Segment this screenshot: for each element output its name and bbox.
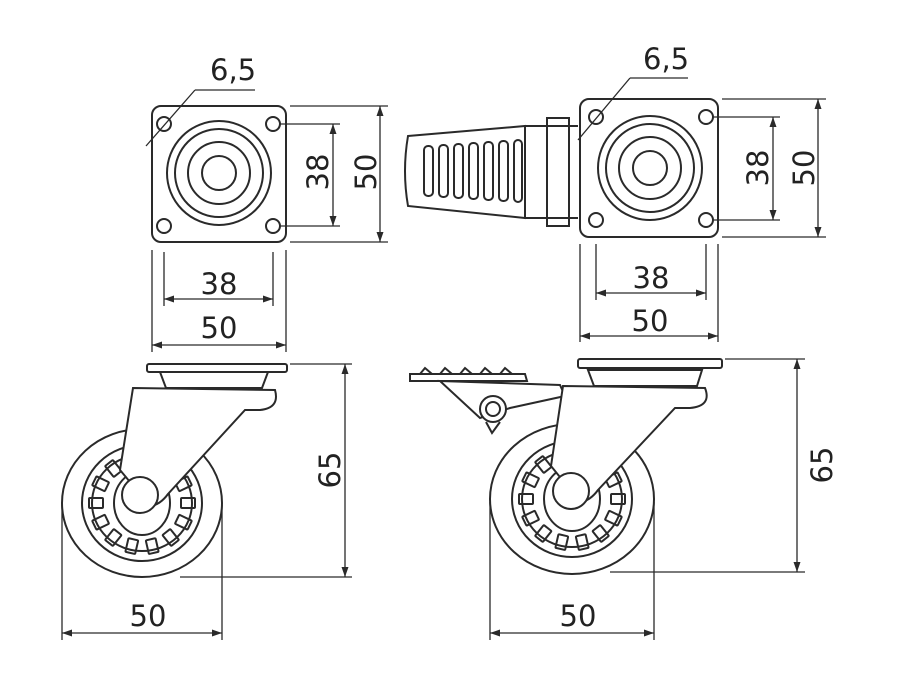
spoke-slot — [91, 475, 110, 493]
hole-spacing-vertical-label: 38 — [741, 150, 775, 187]
swivel-bearing — [586, 369, 704, 387]
plate-height-label: 50 — [787, 150, 821, 187]
side-view-left: 65 50 — [61, 363, 352, 640]
mount-hole-tl — [588, 109, 604, 125]
spoke-slot — [124, 537, 140, 555]
plate-outline — [579, 98, 719, 238]
spoke-slot — [174, 513, 193, 531]
hole-diameter-label: 6,5 — [210, 53, 256, 87]
plate-height-label: 50 — [349, 154, 383, 191]
mount-hole-tr — [265, 116, 281, 132]
brake-pivot-pin — [485, 401, 501, 417]
spoke-slot — [591, 524, 610, 543]
brake-pedal-top — [404, 124, 526, 220]
kingpin — [201, 155, 237, 191]
brake-shoe — [485, 421, 501, 435]
hole-leader — [145, 89, 196, 147]
brake-hinge — [524, 125, 548, 219]
hole-spacing-horizontal-label: 38 — [201, 267, 238, 301]
spoke-slot — [521, 471, 540, 489]
spoke-slot — [161, 528, 180, 547]
plate-outline — [151, 105, 287, 243]
mount-hole-tl — [156, 116, 172, 132]
brake-pivot — [479, 395, 507, 423]
pedal-grip-teeth — [419, 366, 513, 375]
spoke-slot — [610, 493, 626, 505]
plate-width-label: 50 — [201, 311, 238, 345]
spoke-slot — [88, 497, 104, 509]
spoke-slot — [534, 455, 553, 474]
total-height-label: 65 — [313, 452, 347, 489]
hole-diameter-label: 6,5 — [643, 42, 689, 76]
kingpin — [632, 150, 668, 186]
spoke-slot — [104, 459, 123, 478]
plate-width-label: 50 — [632, 304, 669, 338]
swivel-ring-inner — [618, 136, 682, 200]
brake-pedal-side — [409, 373, 529, 382]
hole-leader — [577, 77, 631, 141]
mount-hole-bl — [156, 218, 172, 234]
brake-bracket — [546, 117, 570, 227]
spoke-slot — [180, 497, 196, 509]
axle — [552, 472, 590, 510]
side-view-right: 65 50 — [409, 358, 839, 640]
hole-spacing-horizontal-label: 38 — [633, 261, 670, 295]
spoke-slot — [518, 493, 534, 505]
spoke-slot — [574, 533, 590, 551]
axle — [121, 476, 159, 514]
mount-hole-bl — [588, 212, 604, 228]
wheel-diameter-label: 50 — [560, 599, 597, 633]
spoke-slot — [604, 509, 623, 527]
top-plate-right: 6,5 38 50 38 50 — [404, 42, 826, 342]
top-plate-left: 6,5 38 50 38 50 — [145, 53, 388, 352]
swivel-ring-outer — [597, 115, 703, 221]
top-plate-profile — [146, 363, 288, 373]
spoke-slot — [104, 528, 123, 547]
spoke-slot — [144, 537, 160, 555]
swivel-ring-inner — [187, 141, 251, 205]
top-plate-profile — [577, 358, 723, 369]
hole-spacing-vertical-label: 38 — [301, 154, 335, 191]
swivel-bearing — [158, 371, 270, 389]
brake-pedal-ribs — [423, 139, 523, 203]
swivel-ring-outer — [166, 120, 272, 226]
mount-hole-br — [698, 212, 714, 228]
mount-hole-tr — [698, 109, 714, 125]
spoke-slot — [91, 513, 110, 531]
wheel-diameter-label: 50 — [130, 599, 167, 633]
swivel-ring-mid — [174, 128, 264, 218]
spoke-slot — [554, 533, 570, 551]
spoke-slot — [534, 524, 553, 543]
swivel-ring-mid — [605, 123, 695, 213]
total-height-label: 65 — [805, 447, 839, 484]
spoke-slot — [521, 509, 540, 527]
mount-hole-br — [265, 218, 281, 234]
